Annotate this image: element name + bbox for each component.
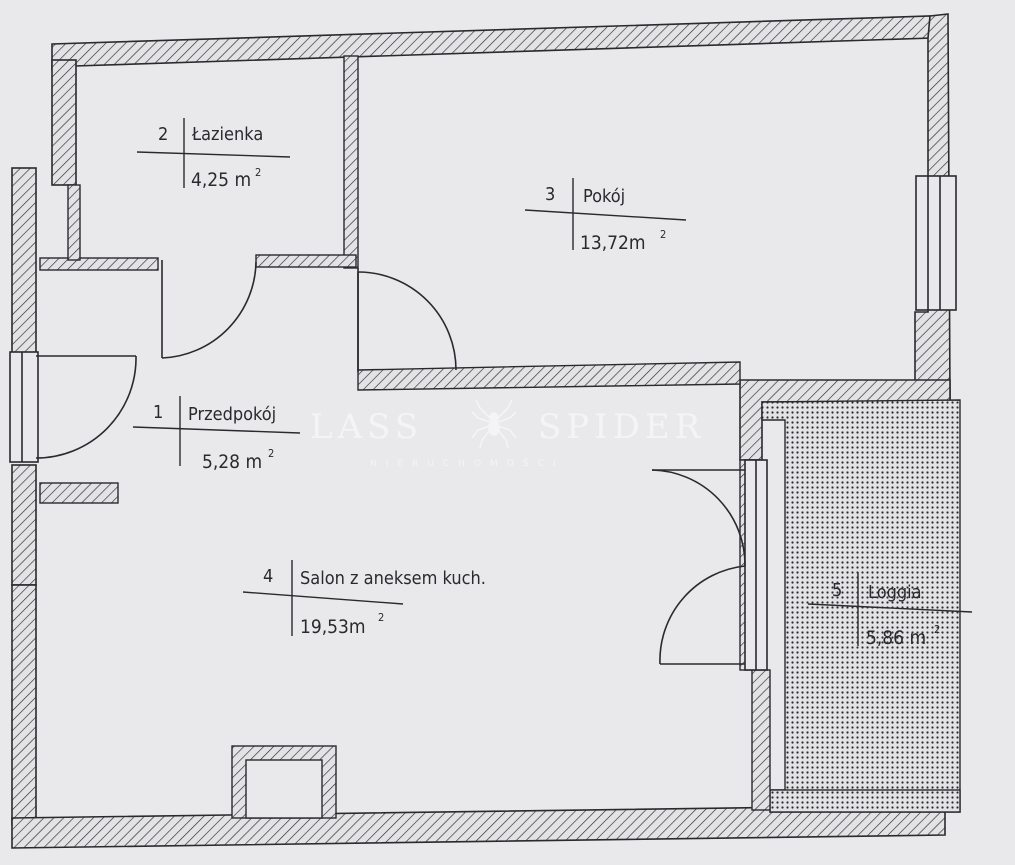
- area-unit-sup: 2: [268, 447, 274, 460]
- watermark: LASS SPIDER NIERUCHOMOŚCI: [310, 399, 705, 469]
- room-door-swing: [357, 271, 457, 371]
- room-number: 5: [832, 580, 842, 601]
- room-name: Loggia: [868, 582, 922, 603]
- room-area: 5,86 m: [866, 627, 926, 649]
- area-unit-sup: 2: [934, 623, 940, 636]
- room-label-3: 3 Pokój 13,72m 2: [524, 178, 687, 254]
- entrance-door-swing: [35, 355, 137, 459]
- room-area: 4,25 m: [191, 169, 251, 191]
- room-name: Przedpokój: [188, 404, 276, 425]
- ventilation-shaft: [231, 745, 337, 819]
- doors: [35, 260, 746, 665]
- room-name: Pokój: [583, 186, 625, 207]
- watermark-brand-right: SPIDER: [538, 407, 705, 447]
- room-label-1: 1 Przedpokój 5,28 m 2: [132, 396, 301, 473]
- room-area: 5,28 m: [202, 451, 262, 473]
- spider-logo-icon: [471, 399, 517, 449]
- area-unit-sup: 2: [378, 611, 384, 624]
- windows: [9, 175, 957, 671]
- room-number: 3: [545, 184, 555, 205]
- room-number: 1: [153, 402, 163, 423]
- room-name: Łazienka: [191, 124, 263, 145]
- watermark-brand-left: LASS: [310, 407, 423, 447]
- room-label-4: 4 Salon z aneksem kuch. 19,53m 2: [242, 560, 486, 638]
- room-number: 4: [263, 566, 273, 587]
- room-name: Salon z aneksem kuch.: [300, 568, 486, 589]
- area-unit-sup: 2: [660, 228, 666, 241]
- area-unit-sup: 2: [255, 166, 261, 179]
- room-number: 2: [158, 124, 168, 145]
- watermark-tagline: NIERUCHOMOŚCI: [370, 457, 565, 469]
- room-label-5: 5 Loggia 5,86 m 2: [807, 572, 973, 649]
- room-area: 13,72m: [580, 232, 646, 254]
- bathroom-door-swing: [161, 261, 257, 359]
- room-label-2: 2 Łazienka 4,25 m 2: [136, 118, 291, 191]
- room-area: 19,53m: [300, 616, 366, 638]
